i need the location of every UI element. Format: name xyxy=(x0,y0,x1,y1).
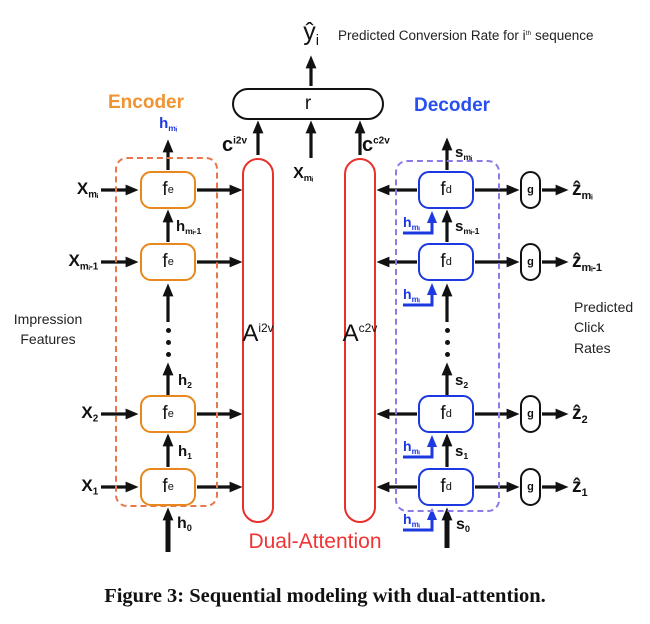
predicted-click-rate-label: ẑmᵢ xyxy=(572,179,593,202)
impression-features-annotation: Impression Features xyxy=(13,311,83,347)
encoder-input-label: X2 xyxy=(81,403,98,425)
readout-unit-r: r xyxy=(232,88,384,120)
encoder-input-label: Xmᵢ-1 xyxy=(68,251,99,273)
encoder-ellipsis-dots xyxy=(165,328,171,357)
encoder-dashed-box xyxy=(115,157,218,507)
decoder-state-label: s2 xyxy=(455,372,469,391)
hidden-state-label: h1 xyxy=(178,443,192,462)
predicted-click-rates-annotation: Predicted Click Rates xyxy=(574,299,634,356)
hidden-state-label: h2 xyxy=(178,372,192,391)
predicted-click-rate-label: ẑmᵢ-1 xyxy=(572,251,602,274)
attention-column-c2v xyxy=(344,158,376,523)
attention-c2v-label: Ac2v xyxy=(342,320,378,347)
context-vector-i2v-label: ci2v xyxy=(222,134,248,156)
decoder-hm-input-label: hmᵢ xyxy=(403,511,420,529)
black-arrows xyxy=(101,55,569,493)
mid-input-x-label: Xmᵢ xyxy=(293,165,313,184)
decoder-state-label: smᵢ xyxy=(455,144,472,163)
decoder-state-label: s1 xyxy=(455,443,469,462)
decoder-hm-input-label: hmᵢ xyxy=(403,214,420,232)
attention-i2v-label: Ai2v xyxy=(242,320,274,347)
output-unit-g: g xyxy=(520,171,541,209)
blue-hm-arrows xyxy=(403,211,437,532)
decoder-dashed-box xyxy=(395,160,500,512)
figure-caption: Figure 3: Sequential modeling with dual-… xyxy=(104,585,546,607)
predicted-click-rate-label: ẑ2 xyxy=(572,403,588,426)
output-unit-g: g xyxy=(520,243,541,281)
readout-label: r xyxy=(304,93,312,114)
decoder-initial-state-label: s0 xyxy=(456,516,470,535)
dual-attention-label: Dual-Attention xyxy=(248,530,382,553)
decoder-hm-input-label: hmᵢ xyxy=(403,286,420,304)
predicted-conversion-description: Predicted Conversion Rate for ith sequen… xyxy=(338,28,594,43)
encoder-top-hidden-state-label: hmᵢ xyxy=(159,115,177,134)
output-unit-g: g xyxy=(520,395,541,433)
attention-column-i2v xyxy=(242,158,274,523)
thick-initial-state-arrows xyxy=(162,507,453,552)
encoder-input-label: X1 xyxy=(81,476,98,498)
decoder-hm-input-label: hmᵢ xyxy=(403,438,420,456)
output-unit-g: g xyxy=(520,468,541,506)
predicted-click-rate-label: ẑ1 xyxy=(572,476,588,499)
decoder-section-label: Decoder xyxy=(414,95,491,116)
decoder-ellipsis-dots xyxy=(444,328,450,357)
hidden-state-label: hmᵢ-1 xyxy=(176,218,202,237)
context-vector-c2v-label: cc2v xyxy=(362,134,390,156)
encoder-section-label: Encoder xyxy=(108,92,185,113)
decoder-state-label: smᵢ-1 xyxy=(455,218,480,237)
predicted-conversion-output-label: ŷi xyxy=(303,18,319,50)
initial-hidden-state-label: h0 xyxy=(177,515,192,534)
encoder-input-label: Xmᵢ xyxy=(76,179,98,201)
